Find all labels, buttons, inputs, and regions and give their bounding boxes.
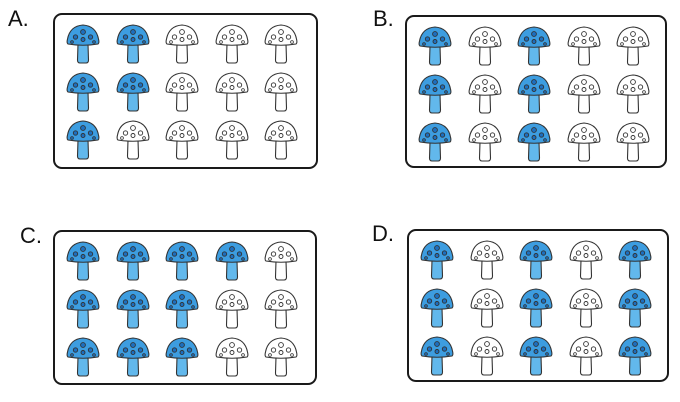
option-c-label: C.	[20, 223, 42, 248]
mushroom-icon-empty	[468, 333, 506, 377]
mushroom-icon-empty	[262, 117, 300, 161]
mushroom-icon-filled	[517, 237, 555, 281]
mushroom-icon-empty	[468, 237, 506, 281]
option-d-label: D.	[372, 221, 394, 246]
mushroom-icon-filled	[114, 334, 152, 378]
mushroom-icon-filled	[213, 238, 251, 282]
mushroom-icon-filled	[114, 286, 152, 330]
mushroom-icon-filled	[64, 238, 102, 282]
mushroom-icon-empty	[567, 237, 605, 281]
mushroom-icon-empty	[614, 71, 652, 115]
mushroom-icon-empty	[565, 71, 603, 115]
mushroom-icon-empty	[614, 119, 652, 163]
mushroom-icon-filled	[163, 238, 201, 282]
mushroom-icon-filled	[418, 237, 456, 281]
mushroom-icon-empty	[466, 119, 504, 163]
mushroom-icon-empty	[262, 21, 300, 65]
mushroom-icon-filled	[64, 286, 102, 330]
mushroom-icon-empty	[567, 285, 605, 329]
mushroom-icon-empty	[163, 21, 201, 65]
mushroom-icon-filled	[418, 333, 456, 377]
mushroom-icon-filled	[114, 21, 152, 65]
mushroom-icon-empty	[262, 286, 300, 330]
mushroom-icon-empty	[213, 21, 251, 65]
mushroom-icon-filled	[416, 119, 454, 163]
mushroom-icon-filled	[515, 71, 553, 115]
mushroom-icon-filled	[418, 285, 456, 329]
mushroom-icon-filled	[114, 69, 152, 113]
mushroom-icon-empty	[163, 69, 201, 113]
mushroom-icon-filled	[163, 334, 201, 378]
mushroom-icon-empty	[262, 69, 300, 113]
option-d-panel[interactable]	[407, 229, 669, 382]
option-b-label: B.	[373, 6, 394, 31]
mushroom-icon-empty	[213, 286, 251, 330]
mushroom-icon-empty	[468, 285, 506, 329]
mushroom-icon-filled	[64, 69, 102, 113]
mushroom-icon-filled	[515, 23, 553, 67]
mushroom-icon-empty	[213, 334, 251, 378]
mushroom-icon-empty	[213, 117, 251, 161]
mushroom-icon-filled	[114, 238, 152, 282]
mushroom-icon-empty	[466, 23, 504, 67]
mushroom-icon-filled	[517, 333, 555, 377]
mushroom-icon-filled	[616, 285, 654, 329]
mushroom-icon-filled	[416, 71, 454, 115]
mushroom-icon-filled	[416, 23, 454, 67]
mushroom-icon-filled	[515, 119, 553, 163]
mushroom-icon-empty	[466, 71, 504, 115]
option-b-panel[interactable]	[405, 15, 667, 168]
mushroom-icon-empty	[262, 334, 300, 378]
mushroom-icon-filled	[163, 286, 201, 330]
mushroom-icon-empty	[114, 117, 152, 161]
option-a-panel[interactable]	[53, 13, 318, 169]
mushroom-icon-filled	[64, 334, 102, 378]
option-a-label: A.	[8, 6, 29, 31]
mushroom-icon-empty	[163, 117, 201, 161]
option-c-panel[interactable]	[53, 230, 317, 385]
mushroom-icon-filled	[517, 285, 555, 329]
mushroom-icon-filled	[616, 237, 654, 281]
mushroom-icon-empty	[565, 23, 603, 67]
mushroom-icon-empty	[565, 119, 603, 163]
mushroom-icon-empty	[262, 238, 300, 282]
mushroom-icon-empty	[567, 333, 605, 377]
mushroom-icon-empty	[614, 23, 652, 67]
mushroom-icon-filled	[616, 333, 654, 377]
mushroom-icon-filled	[64, 21, 102, 65]
mushroom-icon-empty	[213, 69, 251, 113]
mushroom-icon-filled	[64, 117, 102, 161]
